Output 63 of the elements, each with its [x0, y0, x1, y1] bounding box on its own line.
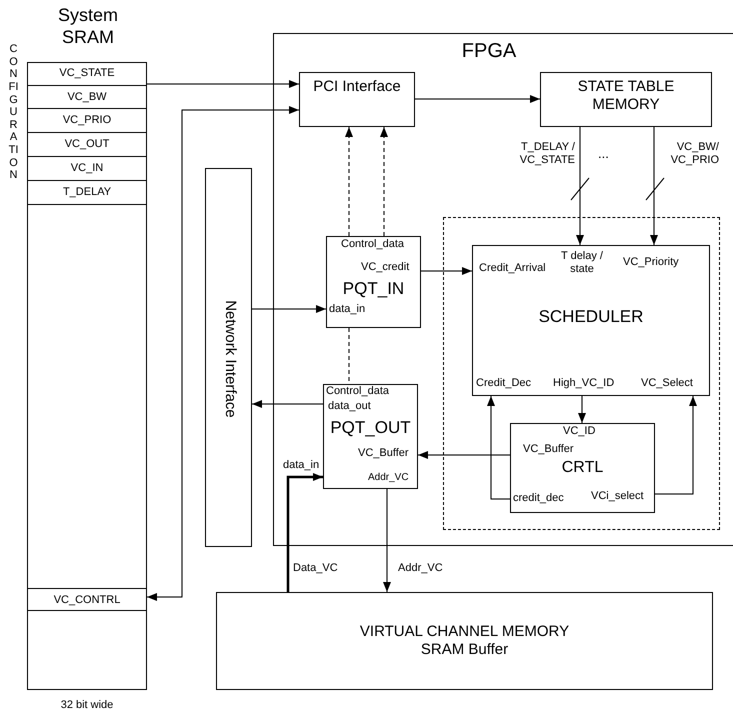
port-label: Addr_VC	[368, 472, 409, 484]
port-label: VC_Priority	[623, 256, 679, 270]
arrow	[654, 396, 697, 494]
block-title: System SRAM	[56, 5, 119, 48]
block-title: SCHEDULER	[538, 307, 644, 328]
memory-block	[216, 592, 713, 690]
dashed-arrow	[345, 126, 353, 236]
vertical-label: CONFIGURATION	[8, 43, 19, 182]
port-label: VCi_select	[591, 490, 644, 504]
block-label: T_DELAY	[62, 186, 112, 200]
block-title: VIRTUAL CHANNEL MEMORY SRAM Buffer	[358, 623, 570, 659]
interface-block	[299, 72, 415, 127]
arrow	[252, 400, 324, 408]
port-label: VC_ID	[563, 425, 596, 438]
memory-row	[27, 588, 147, 611]
port-label: Credit_Dec	[476, 377, 532, 390]
arrow	[576, 126, 584, 246]
width-label: 32 bit wide	[60, 699, 114, 712]
block-label: VC_CONTRL	[52, 594, 122, 607]
arrow	[650, 126, 658, 246]
port-label: High_VC_ID	[553, 377, 614, 390]
port-label: VC_credit	[361, 261, 410, 274]
scheduler-block	[472, 245, 710, 396]
arrow	[252, 305, 326, 313]
arrow	[146, 106, 300, 601]
arrow	[146, 80, 300, 88]
block-label: VC_STATE	[58, 67, 116, 80]
port-label: VC_Buffer	[523, 443, 574, 456]
arrow	[414, 95, 540, 103]
arrow	[487, 396, 510, 500]
dashed-group-boundary	[443, 217, 720, 530]
arrow	[578, 396, 586, 424]
block-title: FPGA	[460, 39, 518, 63]
arrow	[418, 451, 510, 459]
interface-block	[205, 168, 252, 547]
ellipsis-label: ...	[598, 146, 609, 162]
port-label: data_in	[329, 303, 366, 316]
port-label: credit_dec	[513, 492, 564, 506]
port-label: VC_Buffer	[358, 447, 409, 460]
block-title: CRTL	[560, 458, 604, 478]
memory-block	[540, 72, 712, 127]
block-label: VC_OUT	[64, 138, 110, 152]
port-label: Control_data	[326, 385, 389, 398]
block-label: VC_PRIO	[62, 114, 112, 128]
arrow	[286, 473, 323, 592]
port-label: Credit_Arrival	[479, 262, 546, 276]
block-title: Network Interface	[220, 298, 238, 420]
port-label: Control_data	[341, 238, 404, 252]
block-label: VC_BW	[66, 90, 108, 104]
arrow	[383, 488, 391, 592]
queue-block	[326, 236, 421, 328]
arrow	[420, 267, 472, 275]
port-label: data_out	[328, 400, 371, 414]
port-label: data_in	[283, 459, 320, 472]
dashed-arrow	[380, 126, 388, 236]
block-title: PQT_OUT	[329, 418, 412, 438]
block-title: STATE TABLE MEMORY	[576, 78, 676, 114]
port-label: VC_Select	[641, 377, 693, 390]
control-block	[510, 423, 655, 513]
block-title: PQT_IN	[342, 279, 406, 300]
port-label: T delay / state	[560, 250, 604, 276]
block-title: PCI Interface	[312, 78, 402, 96]
block-label: VC_IN	[70, 162, 104, 176]
